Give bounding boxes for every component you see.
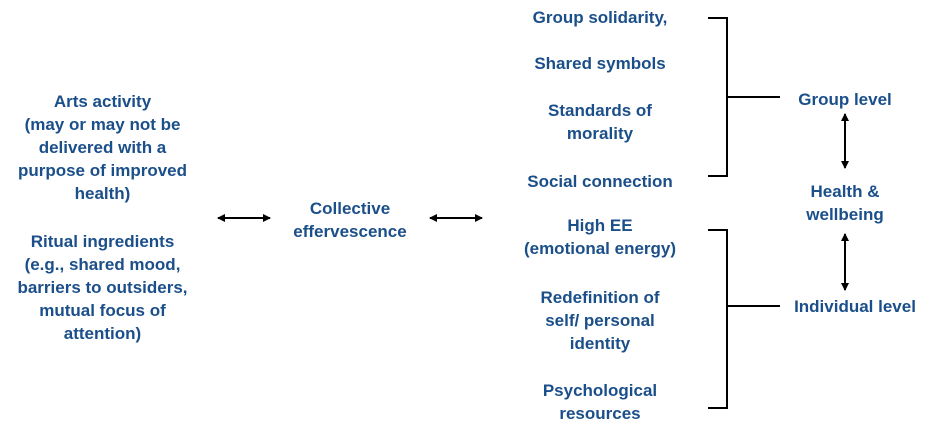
arts-activity-label: Arts activity (may or may not be deliver…: [17, 92, 188, 203]
individual-outcomes-bracket: [708, 229, 780, 409]
group-outcomes-bracket: [708, 17, 780, 177]
outcome-psychological-resources: Psychological resources: [542, 381, 658, 423]
outcome-high-ee: High EE (emotional energy): [523, 216, 677, 258]
outcome-social-connection: Social connection: [527, 172, 673, 191]
outcome-standards-of-morality: Standards of morality: [548, 101, 652, 143]
outcome-shared-symbols: Shared symbols: [534, 54, 666, 73]
collective-effervescence-label: Collective effervescence: [293, 199, 407, 241]
outcome-group-solidarity: Group solidarity,: [532, 8, 668, 27]
individual-level-label: Individual level: [794, 297, 916, 316]
group-level-label: Group level: [798, 90, 892, 109]
health-wellbeing-label: Health & wellbeing: [806, 182, 884, 224]
ritual-ingredients-label: Ritual ingredients (e.g., shared mood, b…: [17, 232, 188, 343]
outcome-redefinition-of-self: Redefinition of self/ personal identity: [540, 288, 660, 353]
